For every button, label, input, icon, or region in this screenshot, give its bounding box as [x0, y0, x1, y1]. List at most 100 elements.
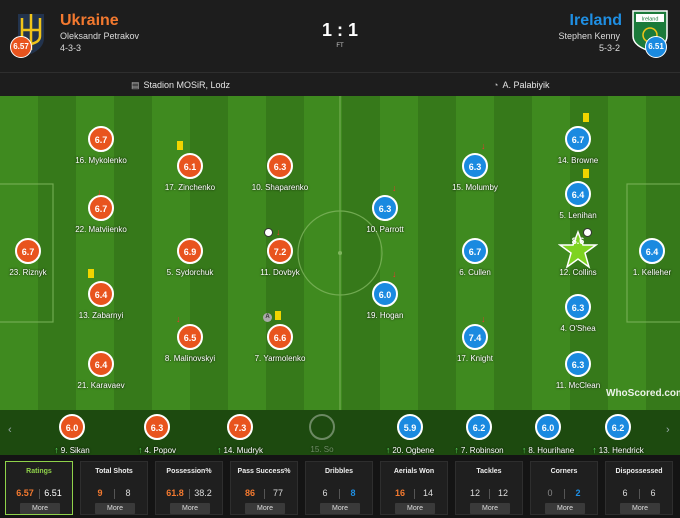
home-player-zinchenko[interactable]: 6.1 17. Zinchenko — [160, 153, 220, 197]
stat-title: Total Shots — [95, 468, 133, 475]
stat-away-value: 2 — [575, 488, 581, 498]
player-name: ↑14. Mudryk — [200, 445, 280, 455]
away-player-molumby[interactable]: 6.3 15. Molumby — [445, 153, 505, 197]
more-button[interactable]: More — [545, 503, 585, 514]
stat-away-value: 6 — [650, 488, 656, 498]
away-team-rating: 6.51 — [645, 36, 667, 58]
referee-name: A. Palabiyik — [502, 80, 550, 90]
player-name: 15. Molumby — [452, 183, 498, 192]
pitch: 6.7 16. Mykolenko 6.7 22. Matviienko ↓ 6… — [0, 96, 680, 410]
player-name: 12. Collins — [559, 268, 597, 277]
home-player-mykolenko[interactable]: 6.7 16. Mykolenko — [71, 126, 131, 170]
stadium-name: Stadion MOSiR, Lodz — [143, 80, 231, 90]
home-player-dovbyk[interactable]: 7.2 11. Dovbyk — [250, 238, 310, 282]
stat-home-value: 16 — [394, 488, 405, 498]
stadium-info: ▤Stadion MOSiR, Lodz — [131, 80, 230, 91]
stat-title: Possession% — [166, 468, 212, 475]
home-sub-popov[interactable]: 6.3 ↑4. Popov — [127, 414, 187, 459]
sub-off-arrow-icon: ↓ — [276, 227, 281, 237]
away-player-lenihan[interactable]: 6.4 5. Lenihan — [548, 181, 608, 225]
player-rating: 6.2 — [605, 414, 631, 440]
home-player-riznyk[interactable]: 6.7 23. Riznyk — [0, 238, 58, 282]
stat-corners[interactable]: Corners 0 2 More — [530, 461, 598, 515]
stat-divider — [414, 489, 415, 499]
player-name: ↑20. Ogbene — [370, 445, 450, 455]
player-name: 17. Zinchenko — [164, 183, 216, 192]
match-info-bar: ▤Stadion MOSiR, Lodz ◔A. Palabiyik — [0, 72, 680, 96]
away-sub-hourihane[interactable]: 6.0 ↑8. Hourihane — [518, 414, 578, 459]
sub-on-arrow-icon: ↑ — [54, 445, 59, 455]
stat-title: Pass Success% — [237, 468, 291, 475]
player-rating: 6.7 — [462, 238, 488, 264]
player-name: ↑4. Popov — [117, 445, 197, 455]
home-player-yarmolenko[interactable]: 6.6 7. Yarmolenko — [250, 324, 310, 368]
stat-aerials-won[interactable]: Aerials Won 16 14 More — [380, 461, 448, 515]
stat-title: Aerials Won — [393, 468, 435, 475]
away-sub-hendrick[interactable]: 6.2 ↑13. Hendrick — [588, 414, 648, 459]
sub-off-arrow-icon: ↓ — [97, 187, 102, 197]
stat-possession[interactable]: Possession% 61.8 38.2 More — [155, 461, 223, 515]
svg-text:Ireland: Ireland — [642, 17, 659, 23]
home-formation: 4-3-3 — [60, 43, 82, 53]
away-player-mcclean[interactable]: 6.3 11. McClean — [548, 351, 608, 395]
stat-tackles[interactable]: Tackles 12 12 More — [455, 461, 523, 515]
home-player-karavaev[interactable]: 6.4 21. Karavaev — [71, 351, 131, 395]
more-button[interactable]: More — [245, 503, 285, 514]
more-button[interactable]: More — [20, 503, 60, 514]
player-name-text: 9. Sikan — [60, 446, 90, 455]
more-button[interactable]: More — [620, 503, 660, 514]
away-sub-robinson[interactable]: 6.2 ↑7. Robinson — [449, 414, 509, 459]
more-button[interactable]: More — [320, 503, 360, 514]
subs-next-icon[interactable]: › — [666, 424, 670, 436]
player-rating: 6.3 — [144, 414, 170, 440]
away-sub-ogbene[interactable]: 5.9 ↑20. Ogbene — [380, 414, 440, 459]
away-player-cullen[interactable]: 6.7 6. Cullen — [445, 238, 505, 282]
player-rating: 7.2 — [267, 238, 293, 264]
player-name: 19. Hogan — [366, 311, 404, 320]
goal-ball-icon — [264, 228, 273, 237]
player-name-text: 4. Popov — [144, 446, 177, 455]
subs-prev-icon[interactable]: ‹ — [8, 424, 12, 436]
away-player-browne[interactable]: 6.7 14. Browne — [548, 126, 608, 170]
sub-on-arrow-icon: ↑ — [592, 445, 597, 455]
player-name: 22. Matviienko — [75, 225, 127, 234]
stat-divider — [339, 489, 340, 499]
away-player-kelleher[interactable]: 6.4 1. Kelleher — [622, 238, 680, 282]
home-team-rating: 6.57 — [10, 36, 32, 58]
stat-pass-success[interactable]: Pass Success% 86 77 More — [230, 461, 298, 515]
stat-ratings[interactable]: Ratings 6.57 6.51 More — [5, 461, 73, 515]
stat-total-shots[interactable]: Total Shots 9 8 More — [80, 461, 148, 515]
player-rating: 6.6 — [267, 324, 293, 350]
more-button[interactable]: More — [470, 503, 510, 514]
more-button[interactable]: More — [95, 503, 135, 514]
home-player-malinovskyi[interactable]: 6.5 8. Malinovskyi — [160, 324, 220, 368]
away-team-name[interactable]: Ireland — [569, 12, 622, 29]
away-player-knight[interactable]: 7.4 17. Knight — [445, 324, 505, 368]
home-player-shaparenko[interactable]: 6.3 10. Shaparenko — [250, 153, 310, 197]
player-rating: 6.7 — [88, 126, 114, 152]
player-name: 5. Lenihan — [559, 211, 597, 220]
home-player-matviienko[interactable]: 6.7 22. Matviienko — [71, 195, 131, 239]
player-rating: 6.3 — [267, 153, 293, 179]
away-player-parrott[interactable]: 6.3 10. Parrott — [355, 195, 415, 239]
home-team-name[interactable]: Ukraine — [60, 12, 119, 29]
home-sub-mudryk[interactable]: 7.3 ↑14. Mudryk — [210, 414, 270, 459]
home-sub-sikan[interactable]: 6.0 ↑9. Sikan — [42, 414, 102, 459]
more-button[interactable]: More — [395, 503, 435, 514]
home-sub-faded[interactable]: 15. So — [292, 414, 352, 459]
stat-dispossessed[interactable]: Dispossessed 6 6 More — [605, 461, 673, 515]
stat-dribbles[interactable]: Dribbles 6 8 More — [305, 461, 373, 515]
sub-off-arrow-icon: ↓ — [392, 183, 397, 193]
player-name: 1. Kelleher — [632, 268, 672, 277]
away-player-collins[interactable]: 8.6 12. Collins — [548, 230, 608, 282]
yellow-card-icon — [88, 269, 94, 278]
more-button[interactable]: More — [170, 503, 210, 514]
home-player-sydorchuk[interactable]: 6.9 5. Sydorchuk — [160, 238, 220, 282]
home-player-zabarnyi[interactable]: 6.4 13. Zabarnyi — [71, 281, 131, 325]
stat-home-value: 6 — [322, 488, 328, 498]
player-name: ↑13. Hendrick — [578, 445, 658, 455]
player-rating: 6.7 — [88, 195, 114, 221]
away-player-hogan[interactable]: 6.0 19. Hogan — [355, 281, 415, 325]
player-name: ↑7. Robinson — [439, 445, 519, 455]
away-player-oshea[interactable]: 6.3 4. O'Shea — [548, 294, 608, 338]
